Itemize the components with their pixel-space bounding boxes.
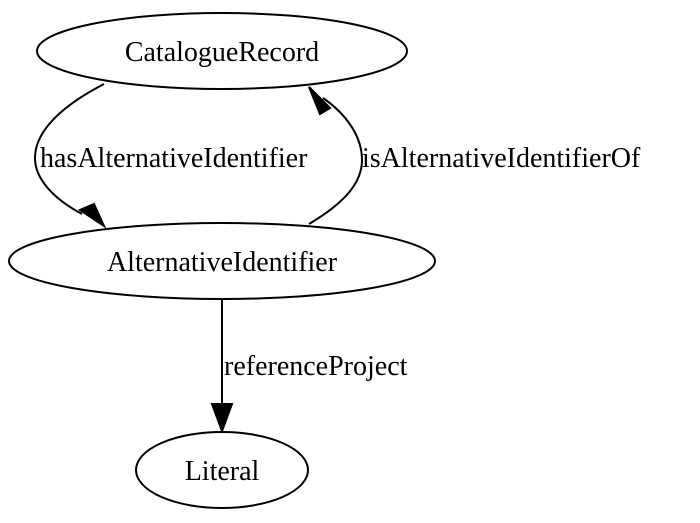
node-alternative-identifier-label: AlternativeIdentifier	[107, 247, 338, 278]
edge-is-alternative-identifier-of-arrowhead	[308, 86, 332, 116]
node-literal-label: Literal	[185, 456, 260, 487]
edge-has-alternative-identifier-label: hasAlternativeIdentifier	[40, 143, 308, 174]
edge-reference-project-label: referenceProject	[224, 351, 408, 382]
node-catalogue-record[interactable]: CatalogueRecord	[36, 12, 408, 90]
edge-is-alternative-identifier-of-line	[308, 97, 364, 225]
edge-reference-project[interactable]: referenceProject	[210, 299, 408, 434]
edge-has-alternative-identifier-arrowhead	[77, 202, 107, 229]
edge-is-alternative-identifier-of[interactable]: isAlternativeIdentifierOf	[308, 86, 641, 225]
node-alternative-identifier[interactable]: AlternativeIdentifier	[8, 222, 436, 300]
edge-has-alternative-identifier[interactable]: hasAlternativeIdentifier	[33, 83, 308, 229]
edge-is-alternative-identifier-of-label: isAlternativeIdentifierOf	[362, 143, 641, 174]
node-catalogue-record-shape	[36, 12, 408, 90]
edge-has-alternative-identifier-line	[33, 83, 105, 215]
node-literal[interactable]: Literal	[135, 431, 309, 509]
node-catalogue-record-label: CatalogueRecord	[125, 37, 319, 68]
edge-reference-project-arrowhead	[210, 403, 234, 434]
